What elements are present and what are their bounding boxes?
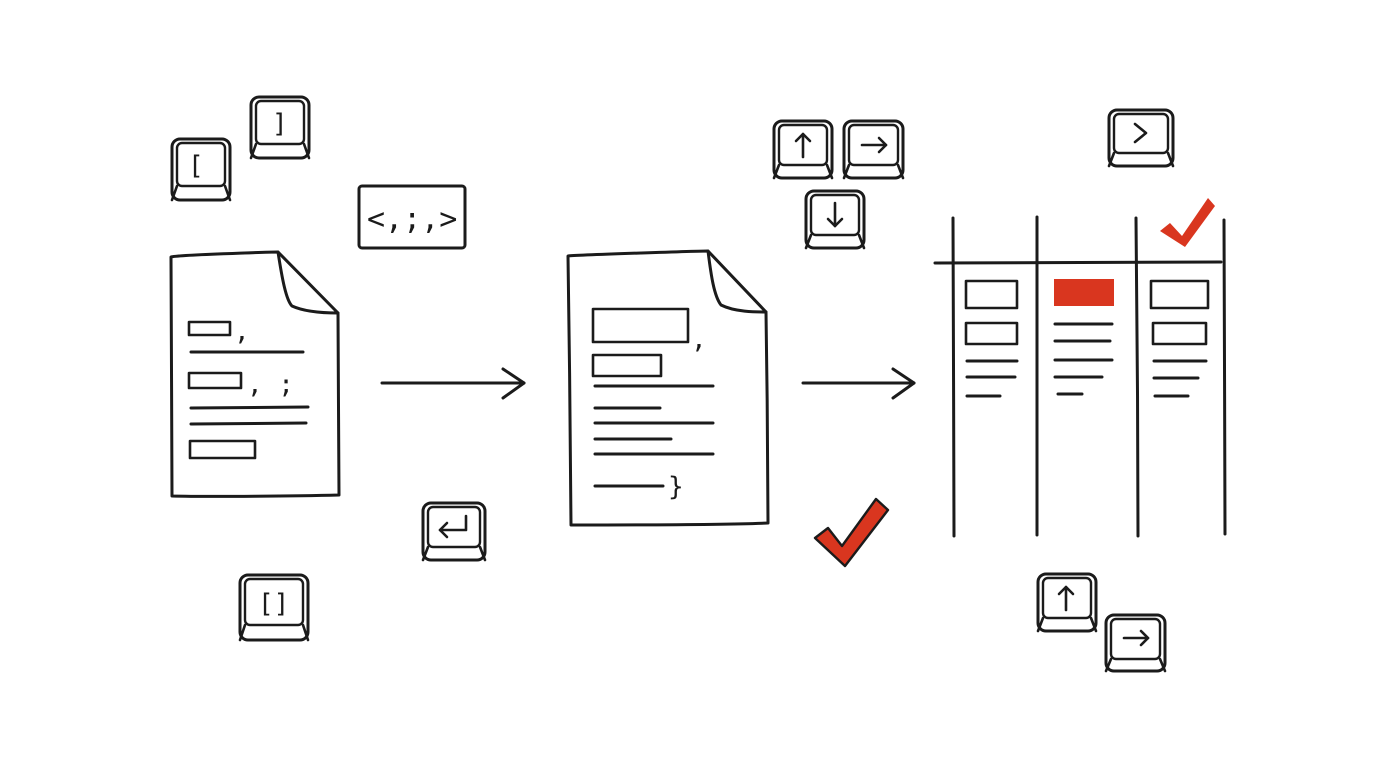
comma-glyph: , [234,317,250,347]
column-divider [951,216,956,538]
svg-text:<,;,>: <,;,> [367,202,457,237]
cell-box [964,279,1019,310]
arrow-up-key [772,119,834,180]
comma-semicolon-glyph: , ; [247,370,294,400]
open-bracket-key: [ [170,137,232,202]
chevron-right-icon [1133,122,1148,144]
flow-arrow [801,367,916,400]
arrow-right-key [842,119,905,180]
flow-arrow [380,367,526,400]
field-box [187,371,243,390]
checkmark-icon [1160,198,1215,247]
cell-box [1151,321,1208,346]
arrow-down-icon [826,201,844,228]
arrow-right-icon [860,136,888,154]
field-box [591,353,663,378]
enter-key [421,501,487,562]
arrow-down-key [804,189,866,250]
source-document: , , ; [169,250,341,498]
formatted-document: , } [566,249,770,527]
arrow-up-icon [794,132,812,159]
arrow-up-key [1036,572,1098,633]
separator-tag: <,;,> [357,184,467,250]
field-box [188,439,257,460]
column-divider [1222,218,1227,536]
cell-box [1149,279,1210,310]
svg-text:]: ] [272,109,288,139]
field-box [591,307,690,344]
close-bracket-key: ] [249,95,311,160]
svg-text:[: [ [188,151,204,181]
closing-brace-glyph: } [668,472,684,502]
field-box [187,320,232,337]
output-table [933,215,1227,538]
text-line [189,405,310,410]
text-line [189,421,308,426]
comma-glyph: , [691,325,707,355]
checkmark-icon [813,497,890,568]
svg-text:[]: [] [258,589,289,619]
cell-box [964,321,1019,346]
arrow-up-icon [1057,585,1075,612]
chevron-right-key [1107,108,1175,168]
arrow-right-icon [1122,629,1150,647]
arrow-right-key [1104,613,1167,673]
header-rule [933,260,1223,265]
highlighted-cell [1054,279,1114,306]
column-divider [1134,216,1140,538]
enter-icon [438,514,468,539]
brackets-key: [] [238,573,310,642]
